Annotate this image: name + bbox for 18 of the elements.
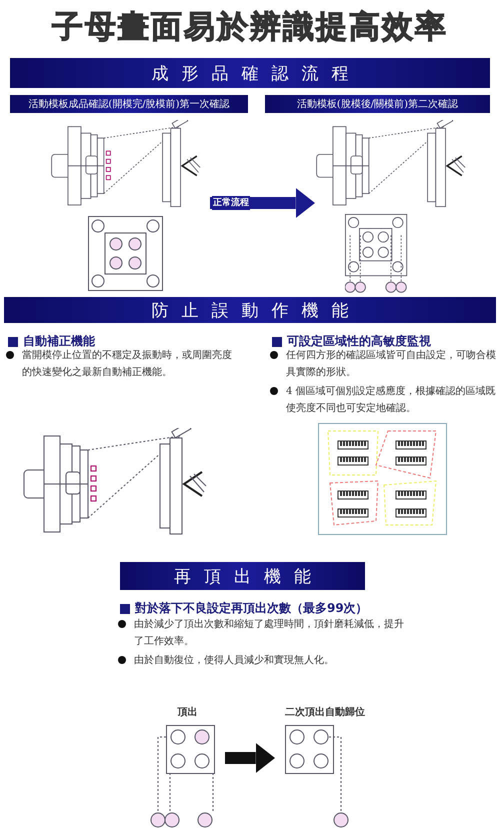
feature-heading: 自動補正機能 [23, 333, 95, 350]
heading-banner: 活動模板成品確認(開模完/脫模前)第一次確認 [10, 95, 248, 113]
drawing-heading: 二次頂出自動歸位 [284, 706, 366, 719]
title-text: 子母畫面易於辨識提高效率 [51, 8, 449, 47]
arrow [225, 743, 275, 773]
bullet-text: 任何四方形的確認區域皆可自由設定，可吻合模具實際的形狀。 [286, 348, 497, 380]
bullet-text: 4 個區域可個別設定感應度，根據確認的區域既使亮度不同也可安定地確認。 [286, 384, 497, 416]
heading-banner: 活動模板(脫模後/關模前)第二次確認 [265, 95, 490, 113]
section-banner: 防止誤動作機能 [4, 297, 496, 323]
edge-label: 正常流程 [212, 196, 250, 210]
bullet-text: 當開模停止位置的不穩定及振動時，或周圍亮度的快速變化之最新自動補正機能。 [22, 348, 233, 380]
section-banner: 成形品確認流程 [10, 58, 490, 88]
bullet-text: 由於減少了頂出次數和縮短了處理時間，頂針磨耗減低，提升了工作效率。 [134, 618, 405, 649]
bullet-text: 由於自動復位，使得人員減少和實現無人化。 [134, 654, 334, 668]
drawing-heading: 頂出 [176, 706, 198, 719]
feature-heading: 對於落下不良設定再頂出次數（最多99次） [135, 600, 368, 617]
feature-heading: 可設定區域性的高敏度監視 [287, 333, 431, 350]
section-banner: 再頂出機能 [120, 562, 365, 590]
